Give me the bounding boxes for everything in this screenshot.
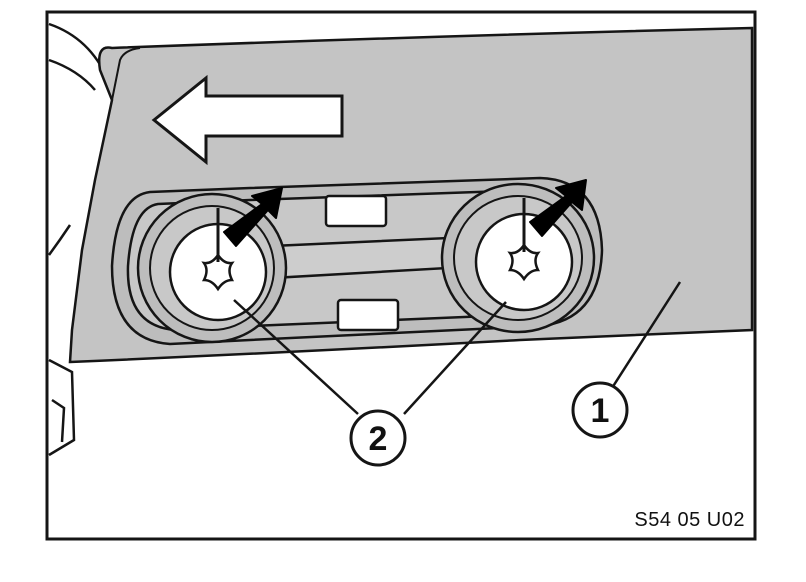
lower-slot <box>336 298 400 332</box>
callout-part-1: 1 <box>571 381 629 439</box>
callout-part-2: 2 <box>349 409 407 467</box>
trim-panel-edge <box>111 47 141 101</box>
leader-lines <box>233 281 682 415</box>
callout-label-1: 1 <box>591 392 610 430</box>
left-torx-screw-icon <box>201 252 235 292</box>
left-arrow-icon <box>151 74 344 166</box>
figure-code: S54 05 U02 <box>634 509 745 531</box>
callout-label-2: 2 <box>369 420 388 458</box>
upper-slot <box>324 194 388 228</box>
left-pointer-arrow-icon <box>216 187 283 262</box>
right-pointer-arrow-icon <box>522 179 587 252</box>
right-torx-screw-icon <box>507 242 541 282</box>
